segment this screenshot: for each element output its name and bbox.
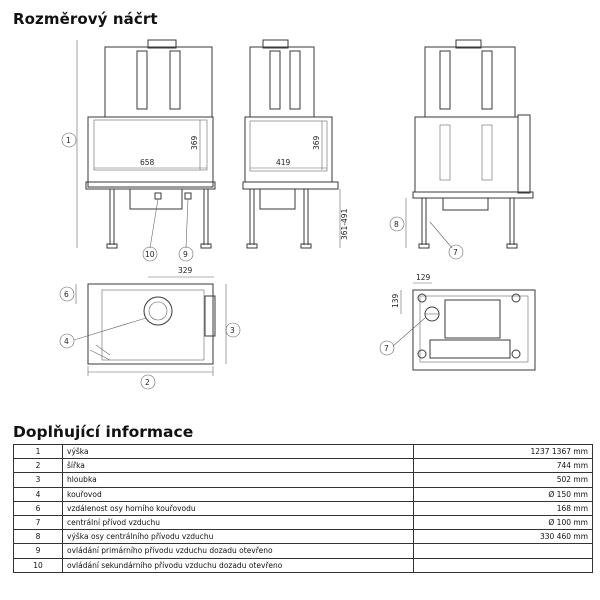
cell-value: 744 mm — [413, 458, 593, 474]
bottom-view: 129 139 7 — [379, 273, 536, 371]
callout-2: 2 — [145, 378, 150, 387]
callout-10: 10 — [145, 250, 155, 259]
cell-desc: výška osy centrálního přívodu vzduchu — [62, 529, 414, 545]
cell-num: 2 — [13, 458, 63, 474]
cell-num: 3 — [13, 472, 63, 488]
cell-desc: výška — [62, 443, 414, 460]
side-height-dim: 369 — [312, 135, 321, 150]
callout-3: 3 — [230, 326, 235, 335]
cell-value — [413, 557, 593, 573]
front-height-dim: 369 — [190, 135, 199, 150]
top-view: 2 3 329 6 4 — [59, 266, 241, 390]
top-offset-dim: 329 — [178, 266, 193, 275]
cell-desc: centrální přívod vzduchu — [62, 514, 414, 531]
cell-value: Ø 150 mm — [413, 486, 593, 502]
callout-4: 4 — [64, 337, 69, 346]
cell-value: Ø 100 mm — [413, 514, 593, 531]
side-range-dim: 361-491 — [340, 208, 349, 240]
cell-value: 330 460 mm — [413, 529, 593, 545]
dimension-drawing: 658 369 1 10 9 419 369 361-491 — [59, 39, 536, 390]
callout-8: 8 — [394, 220, 399, 229]
callout-9: 9 — [183, 250, 188, 259]
cell-num: 10 — [13, 557, 63, 573]
cell-desc: šířka — [62, 458, 414, 474]
cell-desc: hloubka — [62, 472, 414, 488]
side-view: 419 369 361-491 — [242, 39, 349, 249]
callout-7b: 7 — [384, 344, 389, 353]
cell-desc: ovládání sekundárního přívodu vzduchu do… — [62, 557, 414, 573]
drawing-title: Rozměrový náčrt — [13, 10, 158, 28]
cell-value: 168 mm — [413, 500, 593, 516]
cell-num: 7 — [13, 514, 63, 531]
cell-num: 9 — [13, 543, 63, 559]
front-view: 658 369 1 10 9 — [61, 39, 216, 262]
front-width-dim: 658 — [140, 158, 155, 167]
cell-num: 1 — [13, 443, 63, 460]
cell-desc: vzdálenost osy horního kouřovodu — [62, 500, 414, 516]
cell-desc: ovládání primárního přívodu vzduchu doza… — [62, 543, 414, 559]
side-width-dim: 419 — [276, 158, 291, 167]
rear-view: 8 7 — [389, 39, 534, 260]
cell-value: 502 mm — [413, 472, 593, 488]
cell-value — [413, 543, 593, 559]
callout-7a: 7 — [453, 248, 458, 257]
cell-desc: kouřovod — [62, 486, 414, 502]
callout-1: 1 — [66, 136, 71, 145]
cell-num: 6 — [13, 500, 63, 516]
bottom-offset-x-dim: 129 — [416, 273, 431, 282]
info-title: Doplňující informace — [13, 423, 194, 441]
cell-num: 4 — [13, 486, 63, 502]
cell-num: 8 — [13, 529, 63, 545]
bottom-offset-y-dim: 139 — [391, 293, 400, 308]
callout-6: 6 — [64, 290, 69, 299]
cell-value: 1237 1367 mm — [413, 443, 593, 460]
